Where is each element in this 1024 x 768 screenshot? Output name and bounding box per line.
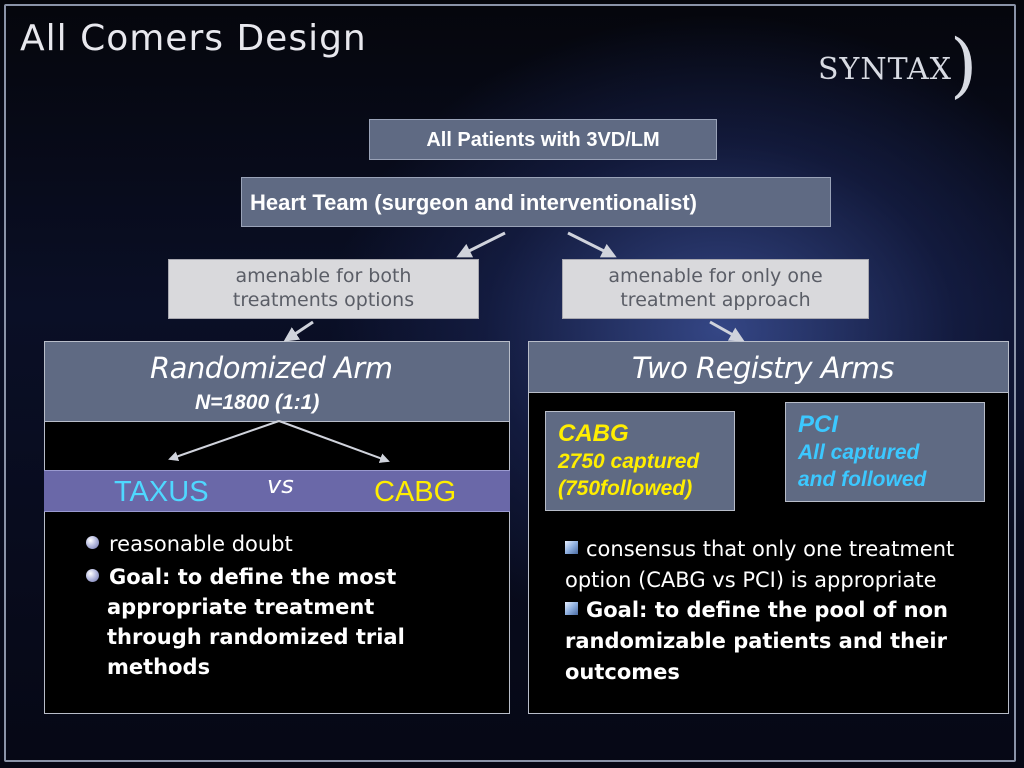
bullet-text-line3: through randomized trial xyxy=(107,625,405,649)
amenable-one-line2: treatment approach xyxy=(620,289,811,311)
registry-arms-title: Two Registry Arms xyxy=(632,351,894,385)
registry-pci-captured: All captured xyxy=(798,441,920,464)
bullet-goal-registry: Goal: to define the pool of non randomiz… xyxy=(565,595,995,688)
bullet-reasonable-doubt: reasonable doubt xyxy=(86,532,293,556)
registry-cabg-captured: 2750 captured xyxy=(558,450,700,473)
registry-arms-header xyxy=(528,341,1009,393)
amenable-both-line2: treatments options xyxy=(232,289,415,311)
bullet-consensus: consensus that only one treatment option… xyxy=(565,534,995,596)
amenable-both-box: amenable for both treatments options xyxy=(168,259,479,319)
bullet-text-line4: methods xyxy=(107,655,211,679)
randomized-arm-header xyxy=(44,341,510,422)
registry-cabg-followed: (750followed) xyxy=(558,477,693,500)
registry-cabg-box: CABG 2750 captured (750followed) xyxy=(545,411,735,511)
syntax-logo: SYNTAX xyxy=(818,52,952,87)
bullet-dot-icon xyxy=(86,568,99,582)
registry-pci-box: PCI All captured and followed xyxy=(785,402,985,502)
amenable-both-line1: amenable for both xyxy=(235,265,412,287)
cabg-label: CABG xyxy=(374,476,457,508)
all-patients-box: All Patients with 3VD/LM xyxy=(369,119,717,160)
bullet-text: Goal: to define the most xyxy=(109,565,397,589)
bullet-dot-icon xyxy=(86,535,99,549)
syntax-logo-mark: ) xyxy=(950,24,978,106)
registry-cabg-title: CABG xyxy=(558,420,629,447)
comparison-strip xyxy=(44,470,510,512)
randomized-arm-title: Randomized Arm xyxy=(150,351,393,385)
vs-label: vs xyxy=(267,471,294,499)
bullet-square-icon xyxy=(565,601,578,615)
slide-title: All Comers Design xyxy=(20,18,367,59)
registry-pci-followed: and followed xyxy=(798,468,927,491)
taxus-label: TAXUS xyxy=(114,476,209,508)
bullet-text: Goal: to define the pool of non randomiz… xyxy=(565,598,949,684)
amenable-one-box: amenable for only one treatment approach xyxy=(562,259,869,319)
randomized-arm-n: N=1800 (1:1) xyxy=(195,391,320,414)
bullet-text-line2: appropriate treatment xyxy=(107,595,375,619)
heart-team-box: Heart Team (surgeon and interventionalis… xyxy=(241,177,831,227)
registry-pci-title: PCI xyxy=(798,411,839,438)
bullet-text: consensus that only one treatment option… xyxy=(565,537,955,592)
bullet-square-icon xyxy=(565,540,578,554)
bullet-goal-randomized: Goal: to define the most appropriate tre… xyxy=(86,562,486,682)
amenable-one-line1: amenable for only one xyxy=(608,265,823,287)
slide-frame xyxy=(4,4,1016,762)
bullet-text: reasonable doubt xyxy=(109,532,293,556)
